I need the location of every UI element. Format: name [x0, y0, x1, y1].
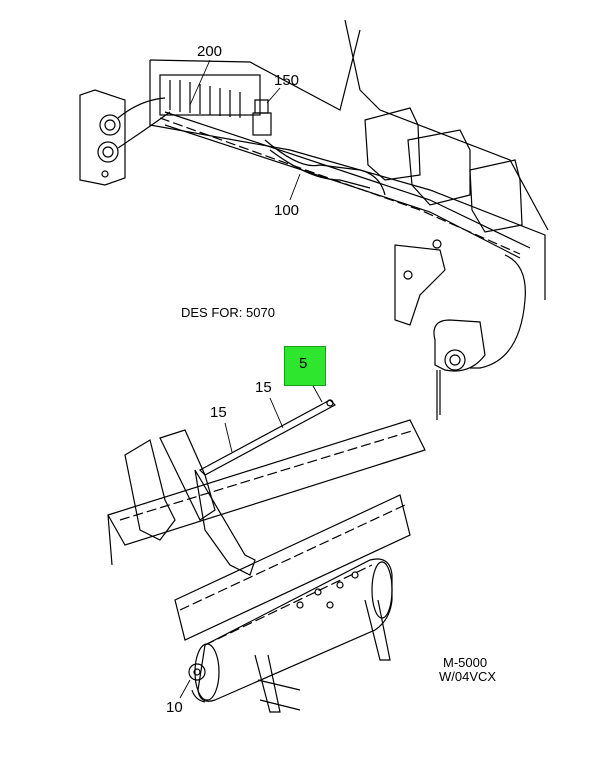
drawing-variant: W/04VCX [439, 669, 497, 684]
callout-10[interactable]: 10 [166, 699, 183, 716]
callout-15-lower[interactable]: 15 [210, 404, 227, 421]
upper-bracket-assembly [79, 19, 549, 420]
callout-5[interactable]: 5 [299, 355, 308, 372]
lower-tank-assembly [107, 383, 426, 713]
callout-200[interactable]: 200 [197, 43, 223, 60]
callout-100[interactable]: 100 [274, 202, 300, 219]
design-note: DES FOR: 5070 [181, 305, 275, 320]
selected-part-highlight[interactable] [284, 346, 326, 386]
drawing-number: M-5000 [443, 655, 488, 670]
callout-15-upper[interactable]: 15 [255, 379, 272, 396]
callout-150[interactable]: 150 [274, 72, 300, 89]
